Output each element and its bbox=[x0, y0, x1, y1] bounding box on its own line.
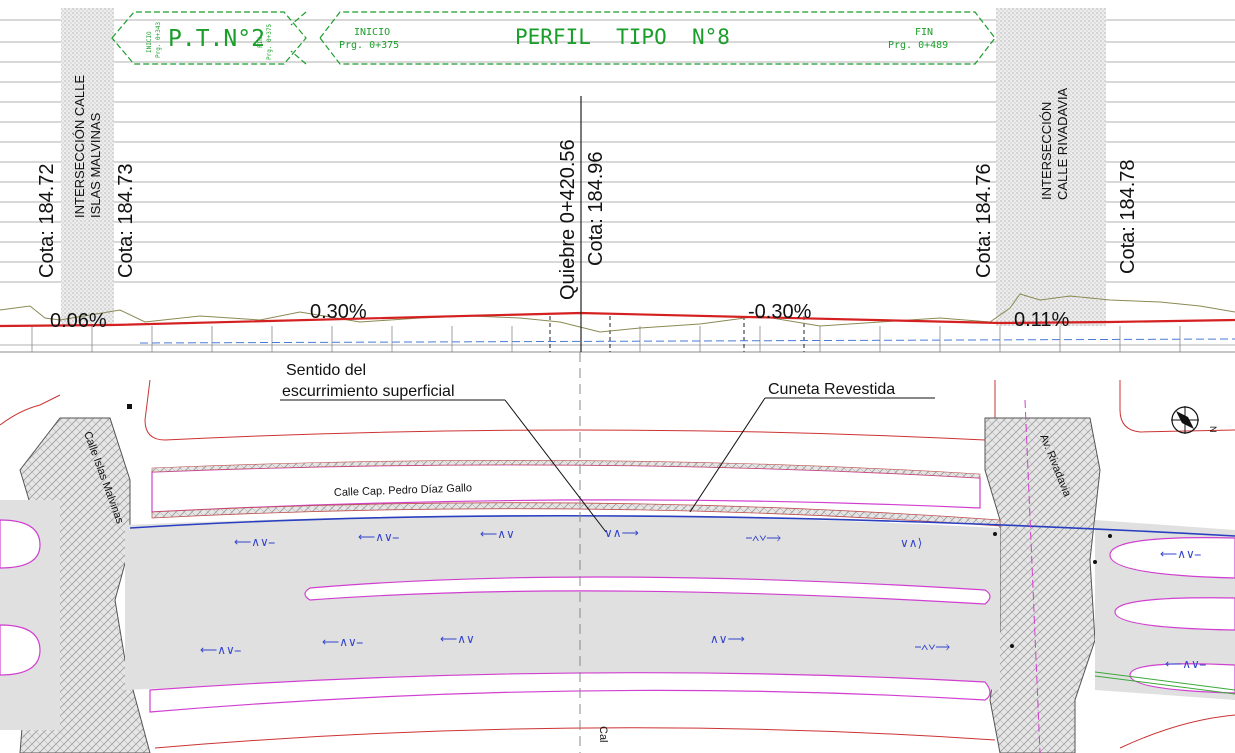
tipo-end-prg: Prg. 0+489 bbox=[888, 40, 948, 51]
reference-dashed-line bbox=[139, 338, 1235, 344]
intersection-paving-right bbox=[984, 417, 1101, 753]
perfil-tipo-banner bbox=[319, 11, 996, 65]
median-right-1 bbox=[1109, 537, 1235, 579]
flow-annotation-line-2: escurrimiento superficial bbox=[282, 383, 455, 400]
profile-dashed-markers bbox=[549, 316, 805, 352]
median-right-2 bbox=[1114, 597, 1235, 631]
street-name-main: Calle Cap. Pedro Díaz Gallo bbox=[334, 482, 473, 499]
intersection-right-line-1: INTERSECCIÓN bbox=[1039, 102, 1054, 200]
flow-arrow-9: ⟵∧∨ bbox=[440, 632, 475, 646]
median-middle bbox=[304, 576, 991, 605]
north-label: N bbox=[1208, 426, 1218, 433]
ptn-start-prg: Prg. 0+343 bbox=[155, 21, 162, 58]
cota-label-4: Cota: 184.76 bbox=[973, 163, 995, 278]
ptn-label: P.T.N°2 bbox=[168, 26, 265, 52]
flow-arrow-11: ⎯∧∨⟶ bbox=[915, 639, 951, 653]
slope-label-1: 0.06% bbox=[50, 310, 107, 332]
roadway bbox=[125, 515, 1000, 690]
green-conduit bbox=[1094, 671, 1235, 695]
intersection-left-line-1: INTERSECCIÓN CALLE bbox=[72, 75, 87, 218]
design-profile-line bbox=[0, 311, 1235, 328]
intersection-column-left bbox=[61, 8, 114, 326]
flow-arrow-1: ⟵∧∨⎯ bbox=[234, 535, 275, 549]
terrain-line bbox=[0, 293, 1235, 333]
flow-arrow-12: ⟵∧∨⎯ bbox=[1160, 547, 1201, 561]
ptn-end-prg: Prg. 0+375 bbox=[266, 23, 273, 60]
cota-label-3: Cota: 184.96 bbox=[585, 151, 607, 266]
survey-points bbox=[127, 404, 1112, 648]
flow-arrow-6: ∨∧⟩ bbox=[900, 536, 922, 550]
cota-label-2: Cota: 184.73 bbox=[115, 163, 137, 278]
median-right-3 bbox=[1129, 663, 1235, 694]
median-left-2 bbox=[0, 624, 41, 676]
profile-section: P.T.N°2 INICIO Prg. 0+343 FIN Prg. 0+375… bbox=[0, 8, 1235, 353]
quiebre-label: Quiebre 0+420.56 bbox=[557, 139, 579, 300]
ptn-end-label: FIN bbox=[257, 37, 264, 48]
flow-annotation-line-1: Sentido del bbox=[286, 362, 366, 379]
intersection-right-line-2: CALLE RIVADAVIA bbox=[1055, 87, 1070, 200]
flow-arrow-13: ⟵∧∨⎯ bbox=[1165, 657, 1206, 671]
flow-arrow-10: ∧∨⟶ bbox=[710, 632, 745, 646]
plan-section: ⟵∧∨⎯ ⟵∧∨⎯ ⟵∧∨ ∨∧⟶ ⎯∧∨⟶ ∨∧⟩ ⟵∧∨⎯ ⟵∧∨⎯ ⟵∧∨… bbox=[0, 352, 1235, 753]
flow-arrow-8: ⟵∧∨⎯ bbox=[322, 635, 363, 649]
flow-arrow-2: ⟵∧∨⎯ bbox=[358, 530, 399, 544]
profile-ticks bbox=[31, 326, 1181, 352]
gutter-band bbox=[151, 502, 1001, 527]
gutter-top-band bbox=[151, 459, 981, 479]
perfil-tipo-label: PERFIL TIPO N°8 bbox=[515, 25, 730, 49]
slope-label-4: 0.11% bbox=[1014, 309, 1069, 331]
ptn-banner bbox=[111, 11, 307, 65]
slope-label-2: 0.30% bbox=[310, 301, 367, 323]
gutter-annotation: Cuneta Revestida bbox=[768, 381, 895, 398]
tipo-start-prg: Prg. 0+375 bbox=[339, 40, 399, 51]
flow-arrows: ⟵∧∨⎯ ⟵∧∨⎯ ⟵∧∨ ∨∧⟶ ⎯∧∨⟶ ∨∧⟩ ⟵∧∨⎯ ⟵∧∨⎯ ⟵∧∨… bbox=[200, 526, 1206, 671]
flow-arrow-7: ⟵∧∨⎯ bbox=[200, 643, 241, 657]
magenta-axis-right bbox=[1024, 399, 1041, 753]
ptn-start-label: INICIO bbox=[146, 31, 153, 53]
flow-line bbox=[129, 514, 1235, 537]
cota-label-1: Cota: 184.72 bbox=[36, 163, 58, 278]
flow-arrow-5: ⎯∧∨⟶ bbox=[746, 530, 782, 544]
flow-arrow-4: ∨∧⟶ bbox=[604, 526, 639, 540]
tipo-start-label: INICIO bbox=[354, 27, 390, 38]
cota-label-5: Cota: 184.78 bbox=[1117, 159, 1139, 274]
street-name-bottom: Cal bbox=[597, 726, 609, 743]
median-bottom bbox=[149, 672, 991, 713]
median-left-1 bbox=[0, 519, 41, 569]
flow-arrow-3: ⟵∧∨ bbox=[480, 527, 515, 541]
slope-label-3: -0.30% bbox=[748, 301, 812, 323]
intersection-left-line-2: ISLAS MALVINAS bbox=[88, 112, 103, 218]
north-arrow-icon bbox=[1171, 406, 1199, 434]
intersection-column-right bbox=[996, 8, 1106, 326]
tipo-end-label: FIN bbox=[915, 27, 933, 38]
annotation-leaders bbox=[280, 397, 935, 533]
